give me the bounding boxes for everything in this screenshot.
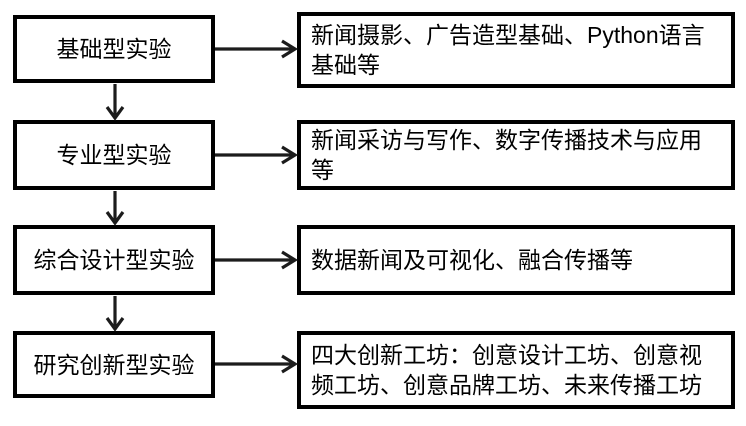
stage-label-research-innovation: 研究创新型实验 — [33, 351, 195, 378]
stage-box-research-innovation: 研究创新型实验 — [13, 331, 215, 398]
courses-box-comprehensive-design: 数据新闻及可视化、融合传播等 — [297, 225, 735, 295]
arrow-down-icon-3 — [105, 296, 125, 332]
arrow-right-icon-row3 — [215, 250, 299, 270]
arrow-down-icon-2 — [105, 191, 125, 226]
arrow-right-icon-row2 — [215, 145, 299, 165]
arrow-right-icon-row4 — [215, 354, 299, 374]
arrow-down-icon-1 — [105, 84, 125, 121]
courses-box-professional: 新闻采访与写作、数字传播技术与应用等 — [297, 120, 735, 190]
courses-label-research-innovation: 四大创新工坊：创意设计工坊、创意视频工坊、创意品牌工坊、未来传播工坊 — [311, 342, 702, 398]
stage-label-basic: 基础型实验 — [56, 36, 172, 62]
arrow-right-icon-row1 — [215, 39, 299, 59]
courses-label-professional: 新闻采访与写作、数字传播技术与应用等 — [311, 127, 702, 183]
stage-label-comprehensive-design: 综合设计型实验 — [33, 247, 195, 273]
courses-box-research-innovation: 四大创新工坊：创意设计工坊、创意视频工坊、创意品牌工坊、未来传播工坊 — [297, 331, 735, 409]
courses-label-basic: 新闻摄影、广告造型基础、Python语言基础等 — [311, 22, 705, 78]
courses-label-comprehensive-design: 数据新闻及可视化、融合传播等 — [311, 247, 633, 273]
courses-box-basic: 新闻摄影、广告造型基础、Python语言基础等 — [297, 12, 735, 88]
stage-box-basic: 基础型实验 — [13, 15, 215, 83]
stage-box-professional: 专业型实验 — [13, 120, 215, 190]
stage-box-comprehensive-design: 综合设计型实验 — [13, 225, 215, 295]
stage-label-professional: 专业型实验 — [56, 142, 172, 168]
